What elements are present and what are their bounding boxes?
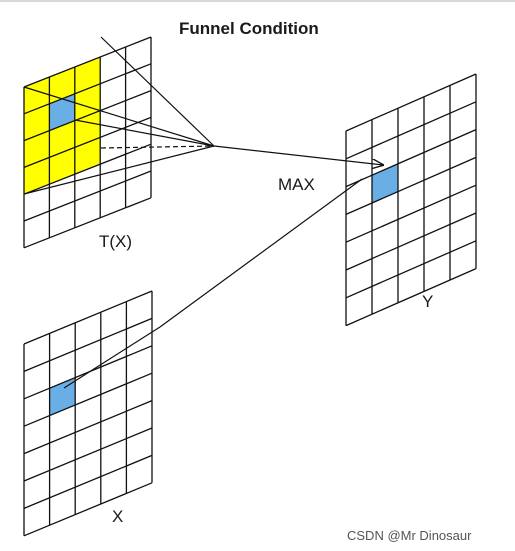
x-center-cell	[49, 377, 76, 416]
label-x: X	[112, 507, 123, 526]
x-grid-row-line	[23, 427, 153, 482]
tx-center-cell	[49, 93, 75, 131]
y-center-cell	[372, 163, 398, 203]
funnel-line-4	[23, 145, 215, 195]
y-grid-row-line	[345, 156, 477, 215]
y-grid-row-line	[345, 268, 477, 327]
tx-grid-row-line	[23, 36, 152, 88]
tx-grid-row-line	[23, 143, 152, 195]
tx-window-cell	[74, 57, 101, 94]
tx-window-cell	[74, 83, 101, 121]
connector-lines	[23, 36, 383, 389]
funnel-line-1	[23, 86, 215, 147]
diagram-title: Funnel Condition	[179, 19, 319, 38]
y-grid-row-line	[345, 212, 477, 271]
funnel-line-3	[74, 119, 215, 147]
x-grid-row-line	[23, 482, 153, 537]
top-border	[0, 0, 515, 2]
grid-tx	[23, 36, 152, 249]
tx-grid-row-line	[23, 197, 152, 249]
label-y: Y	[422, 292, 433, 311]
x-to-y-line	[159, 178, 363, 328]
tx-window-cell	[24, 77, 50, 114]
funnel-line-2	[100, 36, 215, 147]
tx-grid-row-line	[23, 170, 152, 222]
y-grid-row-line	[345, 73, 477, 132]
tx-window-cell	[49, 67, 75, 104]
watermark: CSDN @Mr Dinosaur	[347, 528, 472, 543]
grid-x	[23, 290, 153, 537]
tx-window-cell	[49, 120, 75, 158]
funnel-line-dashed	[100, 145, 215, 149]
x-grid-row-line	[23, 290, 153, 345]
tx-window-cell	[24, 157, 50, 195]
y-grid-row-line	[345, 184, 477, 243]
tx-grid-row-line	[23, 63, 152, 115]
label-max: MAX	[278, 175, 315, 194]
max-arrow	[213, 145, 383, 165]
y-grid-row-line	[345, 129, 477, 188]
tx-grid-row-line	[23, 116, 152, 169]
tx-window-cell	[49, 147, 75, 185]
tx-window-cell	[24, 103, 50, 141]
tx-window-cell	[24, 130, 50, 168]
tx-window-cell	[74, 110, 101, 148]
x-grid-row-line	[23, 317, 153, 373]
y-grid-row-line	[345, 101, 477, 160]
grid-y	[345, 73, 477, 327]
x-grid-row-line	[23, 399, 153, 455]
label-tx: T(X)	[99, 232, 132, 251]
tx-grid-row-line	[23, 89, 152, 142]
x-grid-row-line	[23, 372, 153, 427]
tx-window-cell	[74, 137, 101, 175]
x-grid-row-line	[23, 454, 153, 510]
x-internal-line	[63, 326, 161, 389]
y-grid-row-line	[345, 240, 477, 299]
